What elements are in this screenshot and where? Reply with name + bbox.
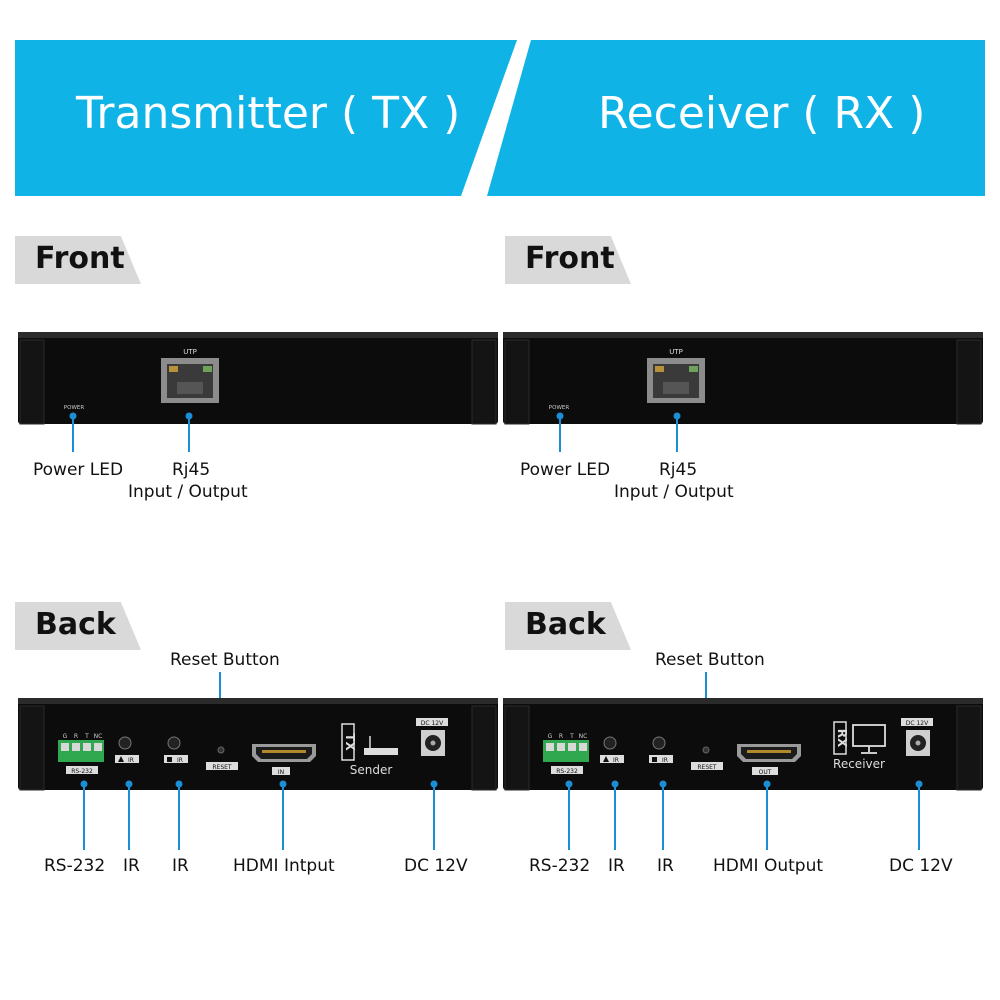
tx-hdmi-label: HDMI Intput (233, 856, 335, 876)
monitor-icon (852, 724, 886, 754)
tx-dc-label: DC 12V (404, 856, 468, 876)
tx-pin-nc: NC (94, 733, 103, 740)
rx-reset-button-label: Reset Button (655, 650, 765, 670)
rx-device-name: Receiver (833, 757, 885, 771)
rx-back-tab-label: Back (525, 607, 606, 642)
tx-pin-r: R (74, 733, 78, 740)
rx-banner-bg (487, 40, 985, 196)
rj45-port (647, 358, 705, 403)
tx-pin-t: T (84, 733, 89, 740)
rx-io-label: Input / Output (614, 482, 734, 502)
tx-front-tab: Front (15, 236, 141, 284)
tx-back-panel: G R T NC RS-232 IR IR RESET IN TX Sender… (18, 698, 498, 791)
tx-back-callouts (80, 780, 438, 850)
hdmi-port (252, 744, 316, 762)
rx-back-callouts (565, 780, 923, 850)
tx-ir1-label: IR (123, 856, 140, 876)
rx-badge-letters: RX (835, 729, 849, 748)
rx-rs232-text: RS-232 (556, 768, 578, 775)
rj45-port (161, 358, 219, 403)
rx-ir2-label: IR (657, 856, 674, 876)
rx-power-text: POWER (549, 405, 570, 411)
tx-back-tab: Back (15, 602, 141, 650)
tx-front-callouts (69, 412, 193, 452)
tx-badge-letters: TX (343, 733, 357, 751)
rx-rj45-label: Rj45 (659, 460, 698, 480)
rx-dc-text: DC 12V (906, 720, 929, 727)
rx-rs232-label: RS-232 (529, 856, 591, 876)
rx-hdmi-port-text: OUT (759, 769, 772, 776)
rx-ir-out-text: IR (662, 757, 668, 764)
rx-front-panel: UTP POWER (503, 332, 983, 425)
tx-reset-text: RESET (212, 764, 232, 771)
rs232-terminal (543, 740, 589, 774)
rx-dc-label: DC 12V (889, 856, 953, 876)
tx-device-name: Sender (350, 763, 393, 777)
rx-reset-text: RESET (697, 764, 717, 771)
rx-pin-t: T (569, 733, 574, 740)
tx-ir-in-text: IR (128, 757, 134, 764)
rx-power-led-label: Power LED (520, 460, 611, 480)
tx-io-label: Input / Output (128, 482, 248, 502)
rx-utp-text: UTP (669, 348, 683, 356)
rx-front-callouts (556, 412, 681, 452)
reset-hole-icon (702, 746, 710, 754)
rx-pin-r: R (559, 733, 563, 740)
tx-ir-out-text: IR (177, 757, 183, 764)
header-banner (15, 40, 985, 196)
tx-front-panel: UTP POWER (18, 332, 498, 425)
tx-front-tab-label: Front (35, 241, 125, 276)
rx-back-tab: Back (505, 602, 631, 650)
tx-rj45-label: Rj45 (172, 460, 211, 480)
tx-reset-button-label: Reset Button (170, 650, 280, 670)
rx-pin-g: G (548, 733, 553, 740)
rx-front-tab: Front (505, 236, 631, 284)
tx-rs232-label: RS-232 (44, 856, 106, 876)
rx-pin-nc: NC (579, 733, 588, 740)
tx-title: Transmitter ( TX ) (76, 88, 461, 139)
reset-hole-icon (217, 746, 225, 754)
rs232-terminal (58, 740, 104, 774)
dc-power-jack (421, 730, 445, 756)
rx-hdmi-label: HDMI Output (713, 856, 824, 876)
hdmi-port (737, 744, 801, 762)
tx-banner-bg (15, 40, 517, 196)
tx-rs232-text: RS-232 (71, 768, 93, 775)
tx-back-tab-label: Back (35, 607, 116, 642)
tx-dc-text: DC 12V (421, 720, 444, 727)
wireless-router-icon (364, 736, 398, 755)
ir-jack-icon (603, 736, 617, 750)
rx-back-panel: G R T NC RS-232 IR IR RESET OUT RX Recei… (503, 698, 983, 791)
rx-title: Receiver ( RX ) (598, 88, 926, 139)
rx-ir-in-text: IR (613, 757, 619, 764)
ir-jack-icon (118, 736, 132, 750)
ir-jack-icon (652, 736, 666, 750)
tx-ir2-label: IR (172, 856, 189, 876)
ir-jack-icon (167, 736, 181, 750)
tx-hdmi-port-text: IN (278, 769, 284, 776)
rx-ir1-label: IR (608, 856, 625, 876)
dc-power-jack (906, 730, 930, 756)
rx-front-tab-label: Front (525, 241, 615, 276)
tx-pin-g: G (63, 733, 68, 740)
tx-power-text: POWER (64, 405, 85, 411)
tx-power-led-label: Power LED (33, 460, 124, 480)
tx-utp-text: UTP (183, 348, 197, 356)
